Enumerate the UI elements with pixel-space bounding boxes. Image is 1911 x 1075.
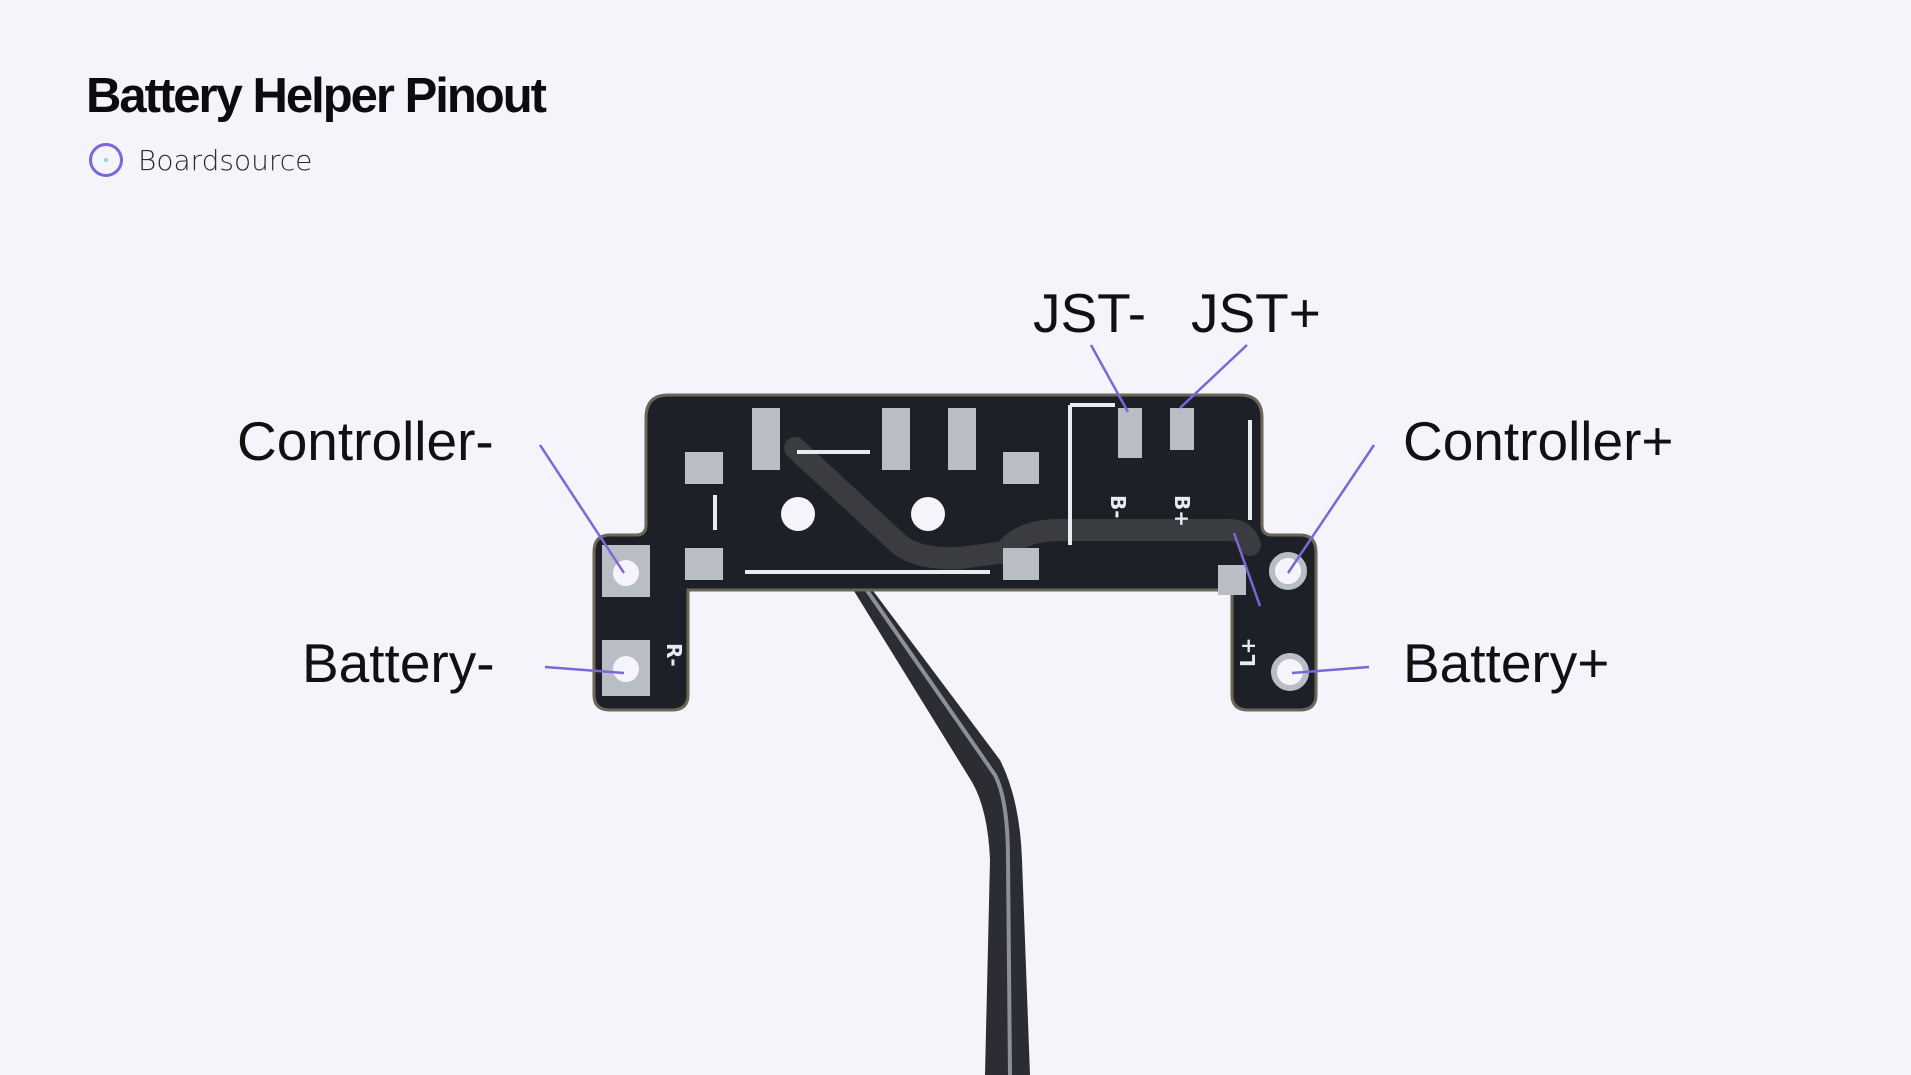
silkscreen-l-plus: L+ <box>1236 637 1260 667</box>
brand: Boardsource <box>89 143 312 177</box>
boardsource-logo-icon <box>89 143 123 177</box>
silkscreen-r-minus: R- <box>662 643 686 667</box>
pin-label-battery-minus: Battery- <box>302 632 495 694</box>
leader-jst-plus <box>1179 344 1248 409</box>
leader-battery-plus <box>1291 665 1370 675</box>
silkscreen-b-plus: B+ <box>1170 495 1194 527</box>
leader-lines <box>538 344 1376 675</box>
pin-label-jst-plus: JST+ <box>1191 282 1321 344</box>
leader-jst-minus <box>1089 344 1130 413</box>
tweezers <box>820 528 1030 1075</box>
leader-battery-minus <box>544 665 625 675</box>
brand-name: Boardsource <box>138 143 313 177</box>
leader-controller-minus <box>538 444 626 574</box>
pin-label-controller-plus: Controller+ <box>1403 410 1674 472</box>
pcb-board: B- B+ R- L+ <box>592 393 1318 712</box>
pin-label-controller-minus: Controller- <box>237 410 494 472</box>
page-title: Battery Helper Pinout <box>86 69 547 123</box>
pin-label-jst-minus: JST- <box>1033 282 1147 344</box>
pin-label-battery-plus: Battery+ <box>1403 632 1610 694</box>
silkscreen-b-minus: B- <box>1106 495 1130 519</box>
leader-trace <box>1232 532 1262 607</box>
leader-controller-plus <box>1286 444 1376 574</box>
